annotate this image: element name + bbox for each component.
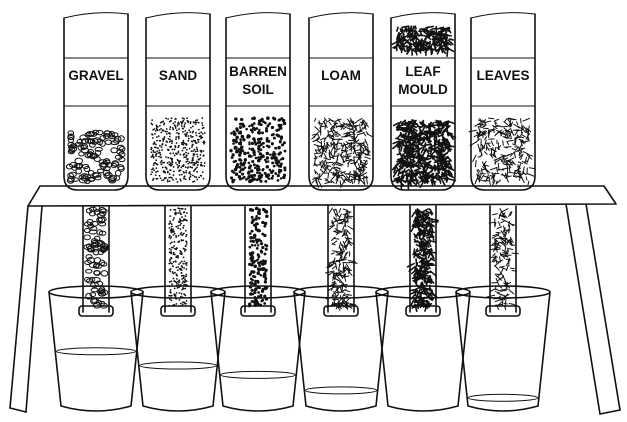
soil-fill-leaves: [469, 118, 535, 186]
tube-sand: SAND: [131, 13, 225, 411]
tube-leaves: LEAVES: [456, 13, 550, 411]
collecting-cup: [49, 286, 143, 411]
tube-loam: LOAM: [294, 13, 388, 411]
water-surface: [221, 371, 296, 378]
label-card: LEAF MOULD: [391, 58, 455, 106]
soil-fill-leaf-mould: [392, 26, 455, 189]
tubes-group: GRAVEL SAND BARREN SOIL LOAM LEAF MOULD LEAVES: [49, 13, 550, 411]
soil-fill-gravel: [66, 130, 125, 183]
tube-label-line: BARREN: [229, 64, 287, 79]
collecting-cup: [131, 286, 225, 411]
tube-label-line: SAND: [159, 68, 198, 83]
label-card: LOAM: [309, 58, 373, 106]
water-surface: [140, 362, 217, 369]
drain-stem: [79, 206, 113, 316]
tube-label-line: GRAVEL: [68, 68, 123, 83]
tube-leaf-mould: LEAF MOULD: [376, 13, 470, 411]
tube-label-line: MOULD: [398, 82, 448, 97]
soil-fill-barren-soil: [229, 116, 286, 183]
drain-stem: [486, 206, 520, 316]
tube-label-line: LEAF: [405, 64, 440, 79]
label-card: LEAVES: [471, 58, 535, 106]
water-surface: [305, 387, 376, 394]
drain-stem: [324, 206, 358, 316]
tube-gravel: GRAVEL: [49, 13, 143, 411]
tube-label-line: LOAM: [321, 68, 361, 83]
water-surface: [468, 394, 538, 401]
water-surface: [56, 348, 136, 355]
wooden-stand: [10, 186, 620, 414]
drain-stem: [241, 206, 275, 316]
label-card: BARREN SOIL: [226, 58, 290, 106]
soil-fill-loam: [312, 118, 373, 187]
soil-fill-sand: [150, 117, 206, 183]
drain-stem: [406, 206, 440, 316]
tube-label-line: SOIL: [242, 82, 274, 97]
tube-label-line: LEAVES: [476, 68, 529, 83]
label-card: SAND: [146, 58, 210, 106]
drain-stem: [161, 206, 195, 316]
tube-barren-soil: BARREN SOIL: [211, 13, 305, 411]
label-card: GRAVEL: [64, 58, 128, 106]
